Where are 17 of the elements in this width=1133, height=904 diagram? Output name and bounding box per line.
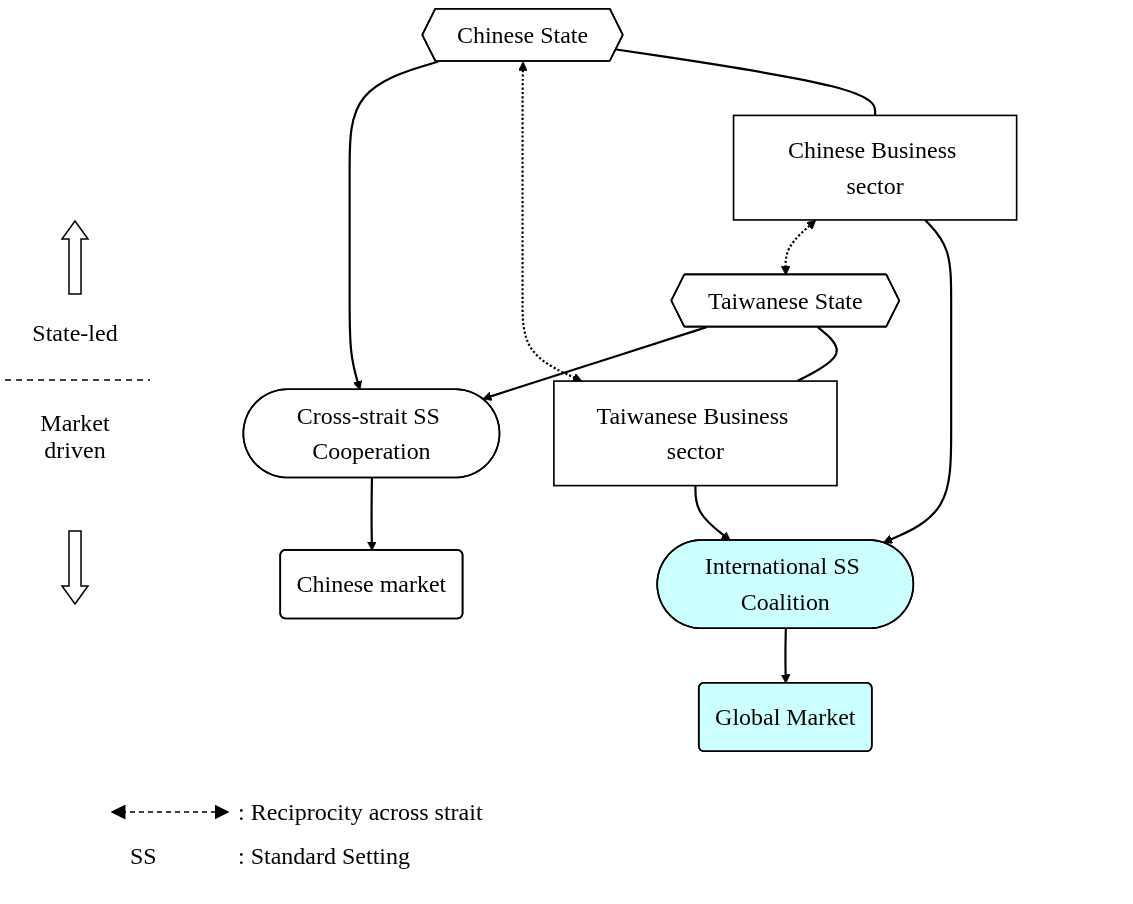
section-label: Market driven [39, 410, 111, 464]
legend-text: : Reciprocity across strait [238, 798, 483, 826]
abbreviation: SS [129, 842, 158, 870]
connector [796, 326, 838, 383]
arrow [882, 219, 953, 544]
node-box: Chinese Business sector [732, 114, 1018, 221]
connector [616, 48, 877, 116]
section-label: State-led [31, 320, 119, 347]
arrow [518, 61, 583, 382]
arrow [482, 326, 707, 401]
arrow [367, 477, 377, 551]
abbreviation-definition: : Standard Setting [238, 842, 410, 870]
arrow [780, 628, 791, 684]
node-box: Taiwanese Business sector [553, 380, 838, 487]
arrow [694, 485, 731, 542]
arrow [348, 60, 439, 391]
arrow [780, 219, 817, 276]
